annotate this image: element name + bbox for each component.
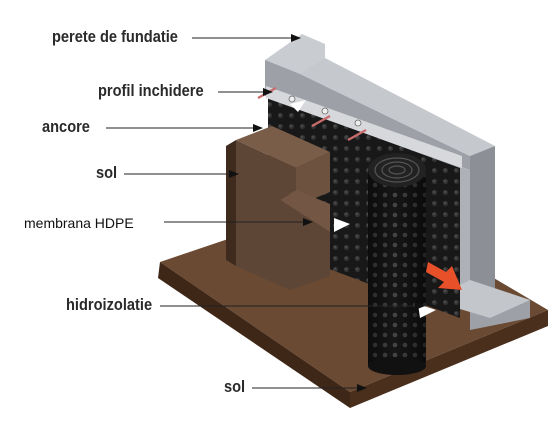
membrane-roll [368,153,426,375]
label-profil-inchidere: profil inchidere [98,81,204,100]
label-sol-top: sol [96,163,118,182]
red-direction-arrow [426,262,462,290]
closure-profile [266,86,462,168]
label-hidroizolatie: hidroizolatie [66,295,153,314]
label-membrana-hdpe: membrana HDPE [24,215,134,231]
soil-block [226,126,330,290]
label-ancore: ancore [42,117,90,136]
label-sol-bottom: sol [224,377,246,396]
label-perete-de-fundatie: perete de fundatie [52,27,178,46]
leader-lines [106,34,425,392]
